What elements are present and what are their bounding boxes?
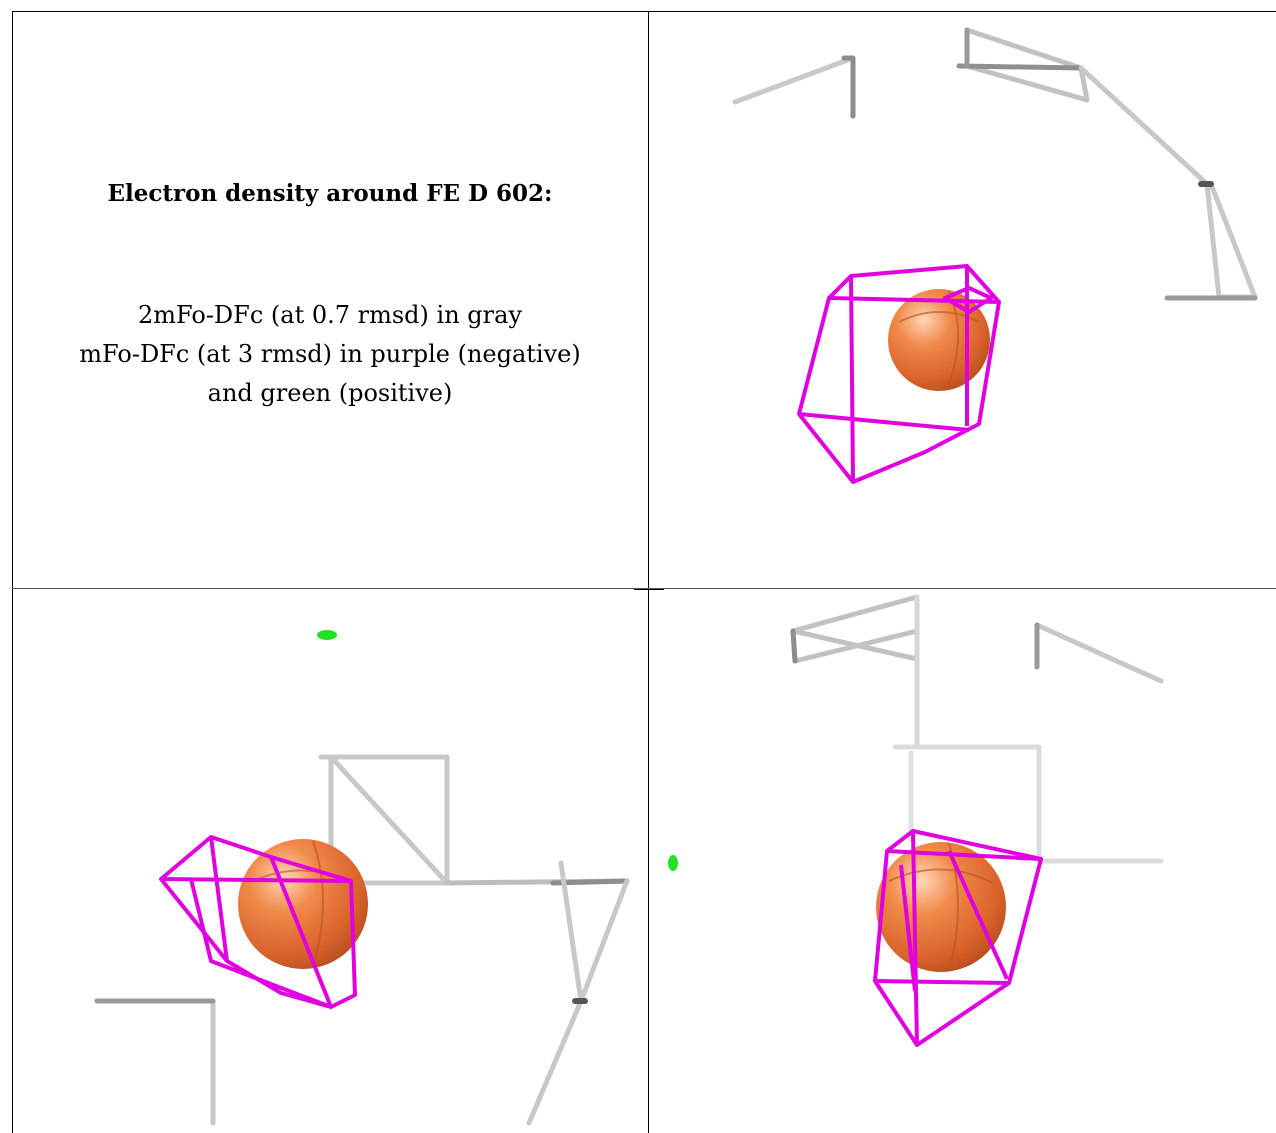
iron-atom	[888, 289, 990, 391]
negative-density-mesh	[797, 264, 1001, 484]
caption-body: 2mFo-DFc (at 0.7 rmsd) in gray mFo-DFc (…	[12, 296, 648, 413]
view-bottom-right	[649, 589, 1276, 1133]
caption-title: Electron density around FE D 602:	[107, 180, 553, 207]
negative-density-mesh	[159, 835, 357, 1009]
grid-center-horizontal	[12, 588, 1276, 589]
caption-line-3: and green (positive)	[207, 379, 453, 407]
caption-line-2: mFo-DFc (at 3 rmsd) in purple (negative)	[79, 340, 581, 368]
grid-center-tick	[634, 589, 664, 590]
positive-density-blob	[317, 630, 337, 640]
caption-panel: Electron density around FE D 602: 2mFo-D…	[12, 12, 648, 588]
grid-left-border	[12, 11, 13, 1133]
grid-top-border	[12, 11, 1276, 12]
gray-density-mesh	[94, 754, 630, 1126]
caption-line-1: 2mFo-DFc (at 0.7 rmsd) in gray	[138, 301, 522, 329]
positive-density-blob	[668, 855, 678, 871]
gray-density-mesh	[732, 27, 1258, 301]
grid-center-vertical	[648, 11, 649, 1133]
view-top-right	[649, 12, 1276, 588]
iron-atom	[876, 842, 1006, 972]
negative-density-mesh	[873, 829, 1043, 1047]
gray-density-mesh	[790, 594, 1164, 864]
view-bottom-left	[13, 589, 648, 1133]
iron-atom	[238, 839, 368, 969]
